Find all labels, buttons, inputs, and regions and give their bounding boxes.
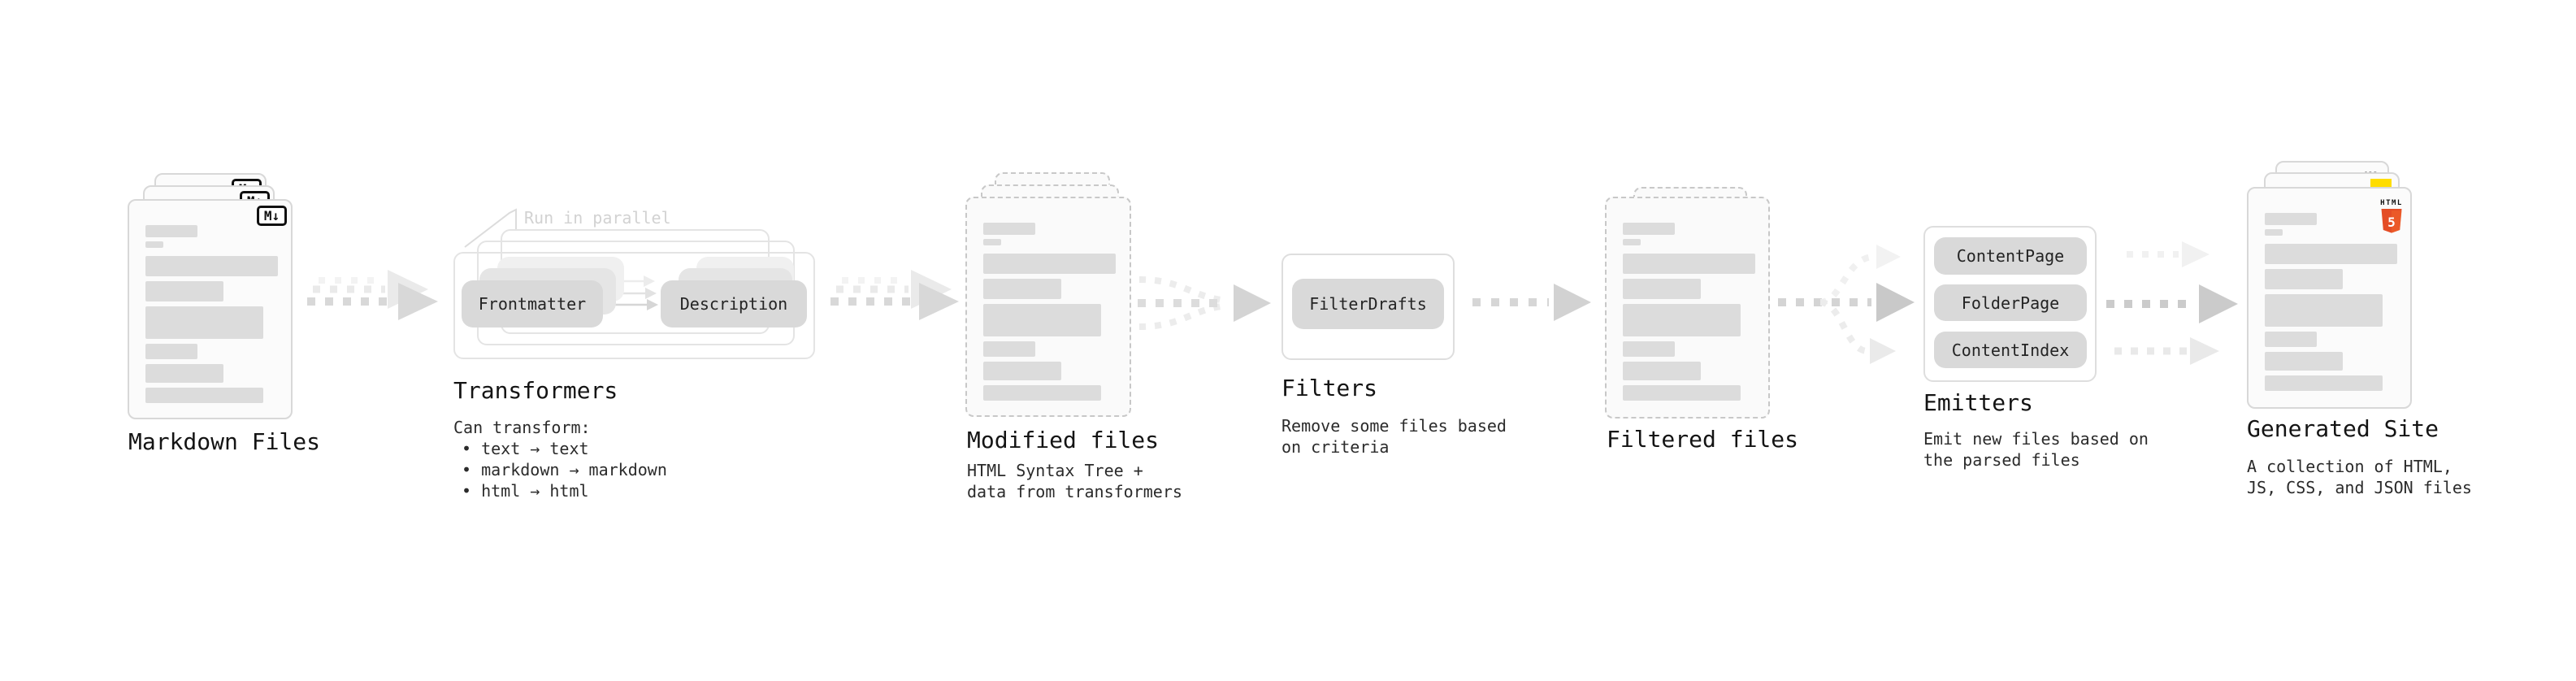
description-line: Can transform: (453, 418, 591, 437)
description-line: Emit new files based on (1923, 429, 2149, 449)
content-placeholder-bar (983, 223, 1035, 235)
modified-files-description: HTML Syntax Tree + data from transformer… (967, 460, 1182, 502)
emitter-folderpage-node: FolderPage (1934, 284, 2087, 321)
content-placeholder-bar (2265, 294, 2383, 327)
flow-arrowhead (2182, 241, 2210, 267)
emitters-description: Emit new files based on the parsed files (1923, 428, 2149, 471)
description-line: Remove some files based (1281, 416, 1507, 436)
content-placeholder-bar (145, 344, 197, 359)
content-placeholder-bar (983, 304, 1101, 336)
emitter-contentindex-node: ContentIndex (1934, 332, 2087, 368)
content-placeholder-bar (1623, 239, 1641, 245)
content-placeholder-bar (983, 239, 1001, 245)
content-placeholder-bar (145, 281, 223, 301)
content-placeholder-bar (2265, 213, 2317, 225)
generated-site-description: A collection of HTML, JS, CSS, and JSON … (2247, 456, 2472, 498)
transformer-frontmatter-node: Frontmatter (462, 280, 603, 327)
flow-arrowhead (388, 270, 428, 309)
content-placeholder-bar (145, 241, 163, 248)
content-placeholder-bar (1623, 341, 1675, 357)
flow-arrowhead (1234, 284, 1271, 322)
flow-arrow-line (1819, 299, 1868, 354)
flow-arrowhead (911, 270, 952, 309)
html5-icon: HTML 5 (2378, 193, 2405, 233)
document-content-placeholder (129, 201, 291, 418)
filter-filterdrafts-node: FilterDrafts (1292, 279, 1444, 329)
content-placeholder-bar (2265, 244, 2397, 264)
flow-arrowhead (2190, 337, 2219, 365)
flow-arrow-line (1138, 276, 1221, 303)
flow-arrowhead (2199, 284, 2238, 323)
content-placeholder-bar (145, 306, 263, 339)
content-placeholder-bar (145, 364, 223, 383)
transformer-group-box-front (453, 252, 815, 359)
modified-file-front (965, 197, 1131, 417)
document-content-placeholder (2249, 189, 2410, 407)
markdown-file-front: M↓ (128, 199, 293, 419)
document-content-placeholder (1607, 198, 1768, 417)
html5-icon-label: HTML (2380, 199, 2403, 207)
capability-item: markdown → markdown (453, 459, 667, 480)
description-line: HTML Syntax Tree + (967, 461, 1143, 480)
description-line: data from transformers (967, 482, 1182, 501)
content-placeholder-bar (2265, 352, 2343, 371)
flow-arrowhead (1876, 245, 1901, 269)
filtered-file-front (1605, 197, 1770, 419)
content-placeholder-bar (145, 225, 197, 237)
capability-item: html → html (453, 480, 667, 501)
content-placeholder-bar (983, 341, 1035, 357)
markdown-files-label: Markdown Files (128, 428, 321, 455)
flow-arrowhead (1876, 283, 1915, 322)
description-line: on criteria (1281, 437, 1390, 457)
html5-shield: 5 (2381, 209, 2402, 233)
content-placeholder-bar (2265, 332, 2317, 347)
content-placeholder-bar (983, 362, 1061, 380)
transformer-description-node: Description (661, 280, 807, 327)
run-in-parallel-annotation: Run in parallel (524, 208, 671, 228)
content-placeholder-bar (983, 254, 1116, 274)
content-placeholder-bar (1623, 304, 1741, 336)
generated-site-label: Generated Site (2247, 415, 2439, 442)
filters-description: Remove some files based on criteria (1281, 415, 1507, 458)
content-placeholder-bar (1623, 362, 1701, 380)
modified-files-label: Modified files (967, 427, 1160, 453)
content-placeholder-bar (983, 279, 1061, 299)
content-placeholder-bar (983, 385, 1101, 401)
emitter-contentpage-node: ContentPage (1934, 237, 2087, 275)
content-placeholder-bar (1623, 279, 1701, 299)
content-placeholder-bar (2265, 375, 2383, 391)
markdown-icon: M↓ (257, 206, 287, 226)
capability-item: text → text (453, 438, 667, 459)
filtered-files-label: Filtered files (1607, 426, 1799, 453)
content-placeholder-bar (1623, 385, 1741, 401)
flow-arrow-line (1138, 303, 1221, 330)
flow-arrowhead (1870, 338, 1896, 364)
description-line: JS, CSS, and JSON files (2247, 478, 2472, 497)
flow-arrowhead (1554, 284, 1591, 321)
description-line: A collection of HTML, (2247, 457, 2452, 476)
transformers-description: Can transform: text → text markdown → ma… (453, 417, 667, 501)
description-line: the parsed files (1923, 450, 2080, 470)
svg-text:5: 5 (2387, 215, 2396, 230)
content-placeholder-bar (145, 256, 278, 276)
content-placeholder-bar (1623, 254, 1755, 274)
content-placeholder-bar (145, 388, 263, 403)
flow-arrowhead (919, 283, 959, 320)
content-placeholder-bar (2265, 229, 2283, 236)
flow-arrowhead (398, 283, 438, 320)
content-placeholder-bar (1623, 223, 1675, 235)
document-content-placeholder (967, 198, 1130, 415)
emitters-label: Emitters (1923, 389, 2033, 416)
content-placeholder-bar (2265, 269, 2343, 289)
filters-label: Filters (1281, 375, 1378, 401)
transformers-label: Transformers (453, 377, 618, 404)
generated-html-file: HTML 5 (2247, 187, 2412, 409)
flow-arrow-line (1819, 254, 1875, 306)
